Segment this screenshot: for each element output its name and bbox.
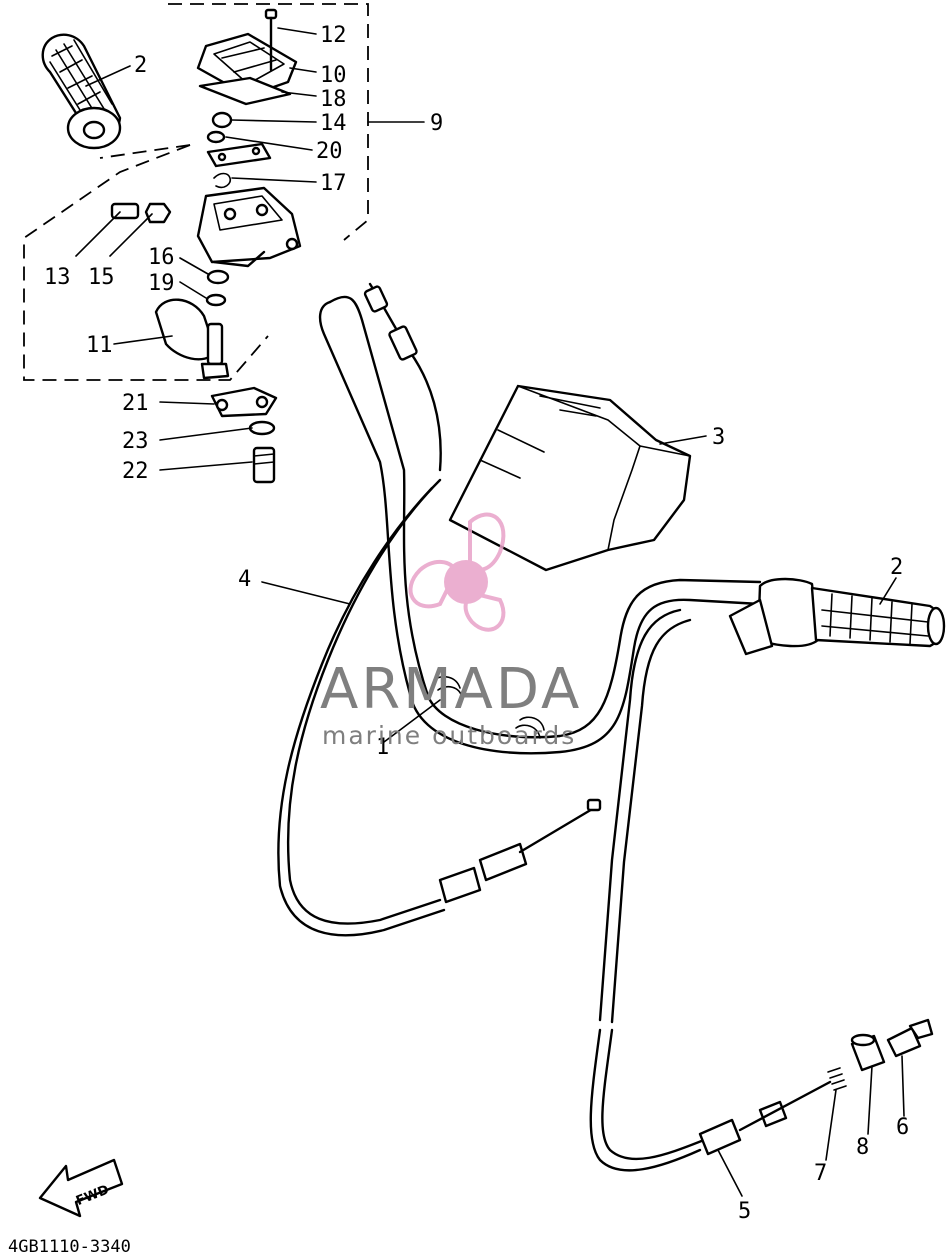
callout-10: 10 [320,63,347,88]
callout-17: 17 [320,171,347,196]
callout-11: 11 [86,333,113,358]
callout-2-right: 2 [890,555,903,580]
callout-6: 6 [896,1115,909,1140]
spring-7 [827,1067,847,1091]
callout-16: 16 [148,245,175,270]
callout-8: 8 [856,1135,869,1160]
callout-21: 21 [122,391,149,416]
fwd-arrow: FWD [38,1158,124,1218]
screw-12 [264,8,278,72]
callout-9: 9 [430,111,443,136]
screw-13-nut-15 [110,202,172,224]
diagram-code: 4GB1110-3340 [8,1237,131,1256]
callout-2-left: 2 [134,53,147,78]
switch-body [196,186,302,268]
handlebar-cover [448,384,692,572]
callout-14: 14 [320,111,347,136]
washers-16-19 [205,269,230,307]
clamp-21-washer-23-bolt-22 [210,386,278,484]
callout-labels: 12 10 18 14 9 20 17 2 13 15 16 19 11 21 … [44,23,909,1224]
right-grip [728,577,946,656]
callout-20: 20 [316,139,343,164]
callout-13: 13 [44,265,71,290]
callout-7: 7 [814,1161,827,1186]
callout-22: 22 [122,459,149,484]
assembly-boundary [23,3,369,381]
wing-nut-6 [886,1018,934,1058]
left-grip [41,33,122,150]
callout-19: 19 [148,271,175,296]
cable-4 [277,282,602,937]
callout-12: 12 [320,23,347,48]
handlebar [318,295,762,755]
small-parts-14-20-17 [206,111,272,189]
kill-switch-button-11 [154,298,230,380]
cable-5 [589,608,832,1172]
callout-3: 3 [712,425,725,450]
callout-5: 5 [738,1199,751,1224]
callout-18: 18 [320,87,347,112]
watermark-brand: ARMADA [320,657,582,722]
callout-23: 23 [122,429,149,454]
gasket-18 [198,76,292,106]
callout-1: 1 [376,735,389,760]
callout-15: 15 [88,265,115,290]
watermark-logo [408,512,506,632]
callout-4: 4 [238,567,251,592]
sleeve-8 [850,1033,886,1072]
leader-lines [75,27,905,1197]
watermark-tagline: marine outboards [322,721,576,750]
